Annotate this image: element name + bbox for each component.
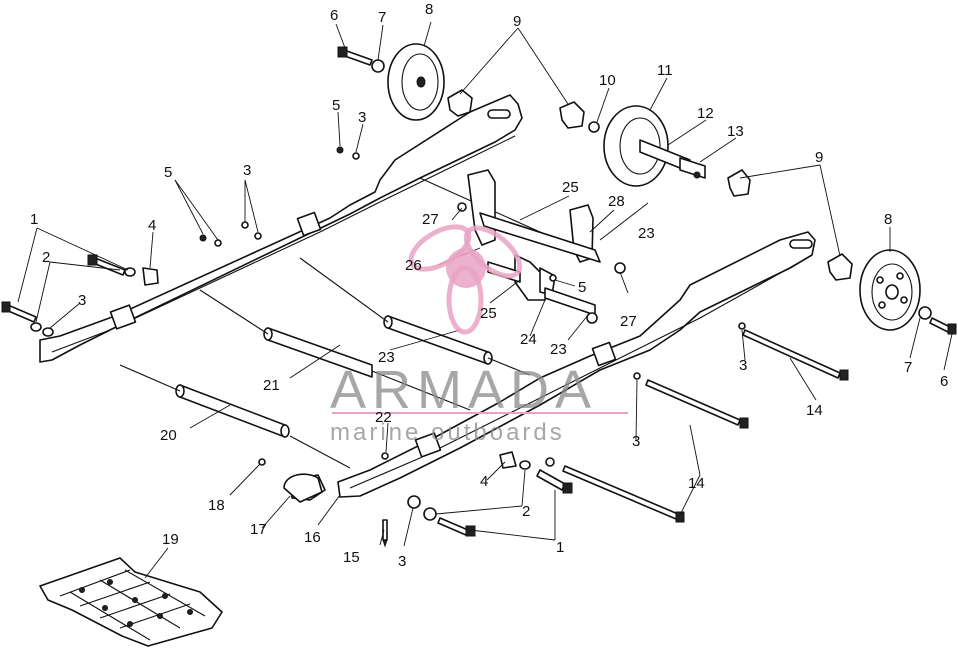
watermark-tagline: marine outboards — [330, 419, 565, 446]
bolt-bottom-2 — [536, 469, 573, 494]
callout-2b: 2 — [522, 503, 530, 520]
callout-25a: 25 — [562, 179, 579, 196]
bolt-top-left — [337, 46, 373, 66]
callout-2a: 2 — [42, 249, 50, 266]
left-rail — [39, 94, 523, 363]
callout-labels: 1 1 2 2 3 3 3 3 3 3 4 4 5 5 5 6 6 7 7 8 … — [30, 1, 948, 570]
callout-3d: 3 — [739, 357, 747, 374]
callout-3b: 3 — [243, 162, 251, 179]
callout-1b: 1 — [556, 539, 564, 556]
cross-shafts — [119, 177, 581, 469]
watermark-rule — [332, 412, 628, 414]
callout-19: 19 — [162, 531, 179, 548]
watermark-brand: ARMADA — [330, 360, 597, 420]
through-bolts — [562, 329, 849, 523]
callout-8a: 8 — [425, 1, 433, 18]
callout-3e: 3 — [632, 433, 640, 450]
wheel-rear — [859, 249, 957, 335]
bolt-left-front — [1, 301, 37, 323]
callout-7a: 7 — [378, 9, 386, 26]
callout-17: 17 — [250, 521, 267, 538]
callout-20: 20 — [160, 427, 177, 444]
callout-23c: 23 — [550, 341, 567, 358]
callout-27a: 27 — [422, 211, 439, 228]
bolt-bottom-1 — [437, 517, 476, 537]
right-rail — [337, 231, 816, 498]
callout-12: 12 — [697, 105, 714, 122]
callout-25b: 25 — [480, 305, 497, 322]
callout-22: 22 — [375, 409, 392, 426]
callout-5c: 5 — [578, 279, 586, 296]
wheel-axle — [603, 105, 706, 187]
callout-15: 15 — [343, 549, 360, 566]
callout-26: 26 — [405, 257, 422, 274]
callout-3c: 3 — [358, 109, 366, 126]
slider-blocks — [447, 89, 853, 281]
callout-9a: 9 — [513, 13, 521, 30]
callout-4a: 4 — [148, 217, 156, 234]
callout-18: 18 — [208, 497, 225, 514]
callout-5b: 5 — [332, 97, 340, 114]
leader-lines — [17, 21, 953, 579]
callout-21: 21 — [263, 377, 280, 394]
callout-11: 11 — [657, 62, 673, 79]
callout-16: 16 — [304, 529, 321, 546]
bolt-left-upper — [87, 254, 126, 276]
callout-13: 13 — [727, 123, 744, 140]
callout-9b: 9 — [815, 149, 823, 166]
callout-23b: 23 — [638, 225, 655, 242]
callout-6a: 6 — [330, 7, 338, 24]
callout-3f: 3 — [398, 553, 406, 570]
callout-4b: 4 — [480, 473, 488, 490]
callout-5a: 5 — [164, 164, 172, 181]
callout-1a: 1 — [30, 211, 38, 228]
watermark: ARMADA marine outboards — [330, 224, 628, 446]
watermark-logo — [408, 224, 523, 335]
callout-24: 24 — [520, 331, 537, 348]
hub-cap — [283, 473, 323, 503]
callout-3a: 3 — [78, 292, 86, 309]
callout-6b: 6 — [940, 373, 948, 390]
callout-28: 28 — [608, 193, 625, 210]
callout-8b: 8 — [884, 211, 892, 228]
callout-10: 10 — [599, 72, 616, 89]
center-arm — [467, 169, 601, 316]
wheel-top-left — [387, 43, 445, 121]
skid-plate — [39, 557, 223, 647]
callout-14b: 14 — [688, 475, 705, 492]
callout-27b: 27 — [620, 313, 637, 330]
callout-14a: 14 — [806, 402, 823, 419]
callout-7b: 7 — [904, 359, 912, 376]
callout-23a: 23 — [378, 349, 395, 366]
